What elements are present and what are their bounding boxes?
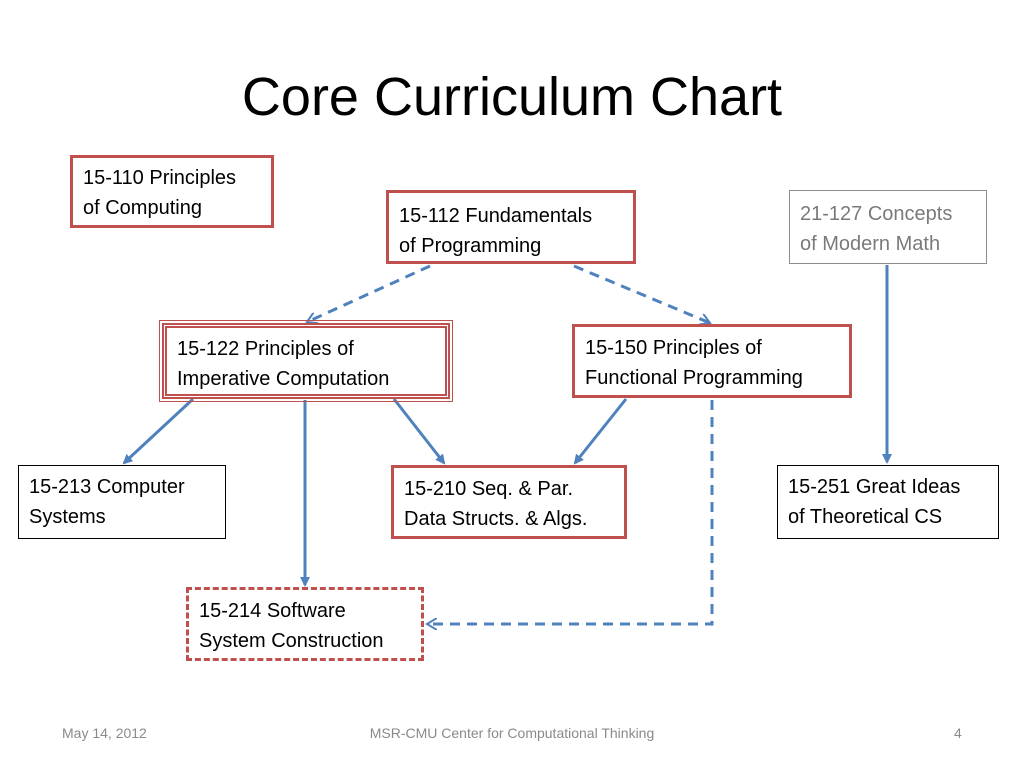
course-15-150-line2: Functional Programming	[585, 367, 803, 389]
course-15-150-line1: 15-150 Principles of	[585, 337, 762, 359]
arrow-15-122-to-15-210	[392, 398, 446, 465]
course-15-110-line1: 15-110 Principles	[83, 167, 237, 189]
course-15-110-line2: of Computing	[83, 197, 202, 219]
slide-title: Core Curriculum Chart	[241, 67, 783, 127]
course-15-210-line2: Data Structs. & Algs.	[404, 508, 588, 530]
footer-center-text: MSR-CMU Center for Computational Thinkin…	[369, 725, 655, 741]
course-15-112-line1: 15-112 Fundamentals	[399, 205, 593, 227]
arrow-15-122-to-15-213	[122, 397, 195, 465]
arrow-15-150-to-15-214	[427, 400, 714, 624]
course-box-15-213: 15-213 Computer Systems	[18, 465, 226, 539]
course-15-251-line1: 15-251 Great Ideas	[788, 476, 961, 498]
course-21-127-line1: 21-127 Concepts	[800, 203, 953, 225]
course-15-214-line2: System Construction	[199, 630, 384, 652]
arrow-15-112-to-15-150	[573, 264, 710, 323]
footer-page-number: 4	[954, 725, 962, 741]
course-box-15-214: 15-214 Software System Construction	[186, 587, 424, 661]
course-15-210-line1: 15-210 Seq. & Par.	[404, 478, 574, 500]
course-box-21-127: 21-127 Concepts of Modern Math	[789, 190, 987, 264]
course-21-127-line2: of Modern Math	[800, 233, 941, 255]
course-box-15-150: 15-150 Principles of Functional Programm…	[572, 324, 852, 398]
course-box-15-122: 15-122 Principles of Imperative Computat…	[159, 320, 453, 402]
course-15-213-line1: 15-213 Computer	[29, 476, 185, 498]
course-15-122-line1: 15-122 Principles of	[177, 338, 354, 360]
course-box-15-251: 15-251 Great Ideas of Theoretical CS	[777, 465, 999, 539]
course-15-112-line2: of Programming	[399, 235, 542, 257]
course-box-15-112: 15-112 Fundamentals of Programming	[386, 190, 636, 264]
footer-date: May 14, 2012	[62, 725, 147, 741]
course-15-251-line2: of Theoretical CS	[788, 506, 943, 528]
arrow-15-112-to-15-122	[307, 264, 431, 322]
course-box-15-210: 15-210 Seq. & Par. Data Structs. & Algs.	[391, 465, 627, 539]
arrow-15-150-to-15-210	[573, 398, 628, 465]
course-15-213-line2: Systems	[29, 506, 106, 528]
course-15-122-line2: Imperative Computation	[177, 368, 390, 390]
course-box-15-110: 15-110 Principles of Computing	[70, 155, 274, 228]
course-15-214-line1: 15-214 Software	[199, 600, 346, 622]
